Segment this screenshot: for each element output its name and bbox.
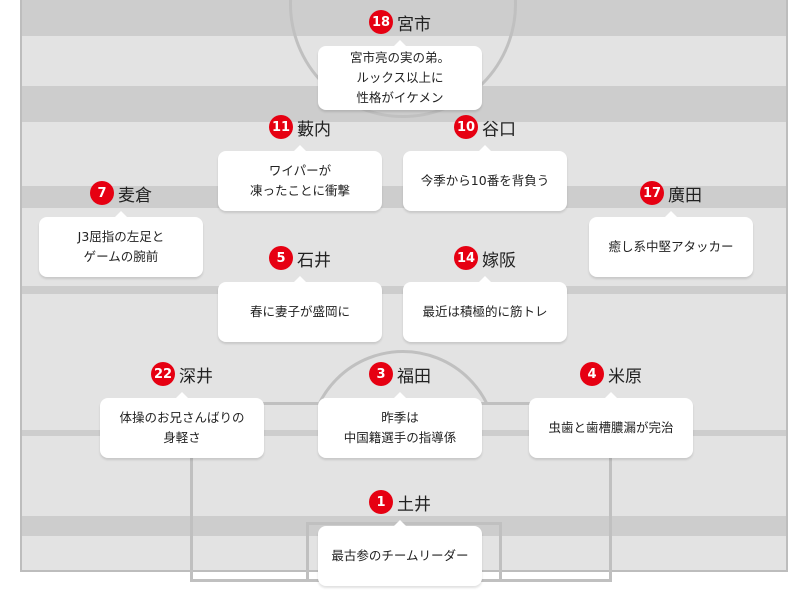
player-name: 深井 [179,366,213,387]
player-comment: 最古参のチームリーダー [318,520,482,586]
player-number-badge: 14 [454,246,478,270]
player-comment: 体操のお兄さんばりの 身軽さ [100,392,264,458]
player-name: 土井 [397,494,431,515]
player-name: 宮市 [397,14,431,35]
player-name: 谷口 [482,119,516,140]
player-name: 嫁阪 [482,250,516,271]
player-number-badge: 11 [269,115,293,139]
player-name: 福田 [397,366,431,387]
player-comment: 今季から10番を背負う [403,145,567,211]
player-name: 石井 [297,250,331,271]
player-comment: ワイパーが 凍ったことに衝撃 [218,145,382,211]
player-number-badge: 1 [369,490,393,514]
player-comment: 癒し系中堅アタッカー [589,211,753,277]
player-comment: 春に妻子が盛岡に [218,276,382,342]
player-comment: 虫歯と歯槽膿漏が完治 [529,392,693,458]
player-number-badge: 4 [580,362,604,386]
player-comment: 昨季は 中国籍選手の指導係 [318,392,482,458]
player-number-badge: 7 [90,181,114,205]
player-number-badge: 17 [640,181,664,205]
player-name: 藪内 [297,119,331,140]
player-name: 廣田 [668,185,702,206]
player-number-badge: 18 [369,10,393,34]
player-number-badge: 22 [151,362,175,386]
player-name: 米原 [608,366,642,387]
player-number-badge: 3 [369,362,393,386]
player-comment: 宮市亮の実の弟。 ルックス以上に 性格がイケメン [318,40,482,110]
player-comment: J3屈指の左足と ゲームの腕前 [39,211,203,277]
player-number-badge: 10 [454,115,478,139]
player-comment: 最近は積極的に筋トレ [403,276,567,342]
player-name: 麦倉 [118,185,152,206]
player-number-badge: 5 [269,246,293,270]
